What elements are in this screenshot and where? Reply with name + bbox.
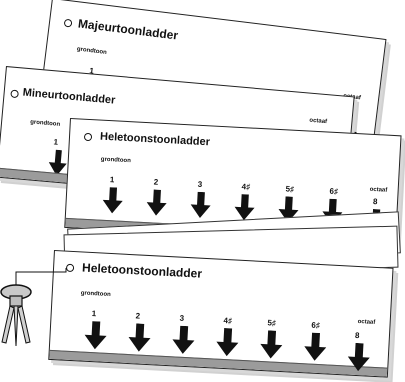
stool-icon [0, 268, 67, 347]
mineur-degree-1: 1 [53, 137, 59, 147]
down-arrow-icon [278, 196, 299, 223]
heletoon-front-title: Heletoonstoonladder [81, 260, 203, 281]
punch-hole-icon [10, 89, 19, 99]
degree-label: 4♯ [223, 315, 233, 326]
heletoon-mid-octaaf-label: octaaf [369, 186, 388, 194]
degree-label: 5♯ [267, 318, 277, 328]
down-arrow-icon [48, 149, 67, 176]
degree-label: 1 [91, 309, 97, 319]
degree-label: 8 [354, 330, 360, 341]
mineur-grondtoon-label: grondtoon [29, 119, 61, 128]
down-arrow-icon [304, 332, 327, 361]
down-arrow-icon [347, 342, 370, 372]
degree-label: 5♯ [285, 184, 295, 194]
down-arrow-icon [84, 321, 107, 350]
down-arrow-icon [190, 191, 211, 218]
down-arrow-icon [146, 189, 167, 216]
degree-label: 8 [372, 196, 378, 207]
degree-label: 1 [109, 175, 115, 185]
mineur-octaaf-label: octaaf [309, 117, 328, 126]
down-arrow-icon [216, 328, 239, 357]
heletoon-front-card: Heletoonstoonladder grondtoon octaaf 1 2 3… [48, 250, 394, 378]
degree-label: 4♯ [241, 182, 251, 192]
degree-label: 2 [135, 311, 141, 321]
down-arrow-icon [102, 187, 123, 214]
degree-label: 2 [153, 177, 159, 187]
punch-hole-icon [83, 132, 93, 142]
heletoon-front-octaaf-label: octaaf [357, 318, 376, 326]
degree-label: 6♯ [311, 320, 321, 331]
heletoon-front-grondtoon-label: grondtoon [80, 290, 111, 299]
majeur-title: Majeurtoonladder [77, 16, 179, 43]
heletoon-mid-title: Heletoonstoonladder [99, 130, 211, 149]
down-arrow-icon [172, 325, 195, 354]
mineur-title: Mineurtoonladder [22, 86, 116, 107]
down-arrow-icon [260, 330, 283, 359]
heletoon-mid-grondtoon-label: grondtoon [100, 156, 131, 165]
degree-label: 3 [179, 313, 185, 323]
degree-label: 3 [197, 179, 203, 190]
down-arrow-icon [128, 323, 151, 352]
majeur-grondtoon-label: grondtoon [76, 46, 108, 57]
degree-label: 6♯ [329, 186, 339, 197]
down-arrow-icon [234, 194, 255, 221]
punch-hole-icon [63, 18, 73, 28]
